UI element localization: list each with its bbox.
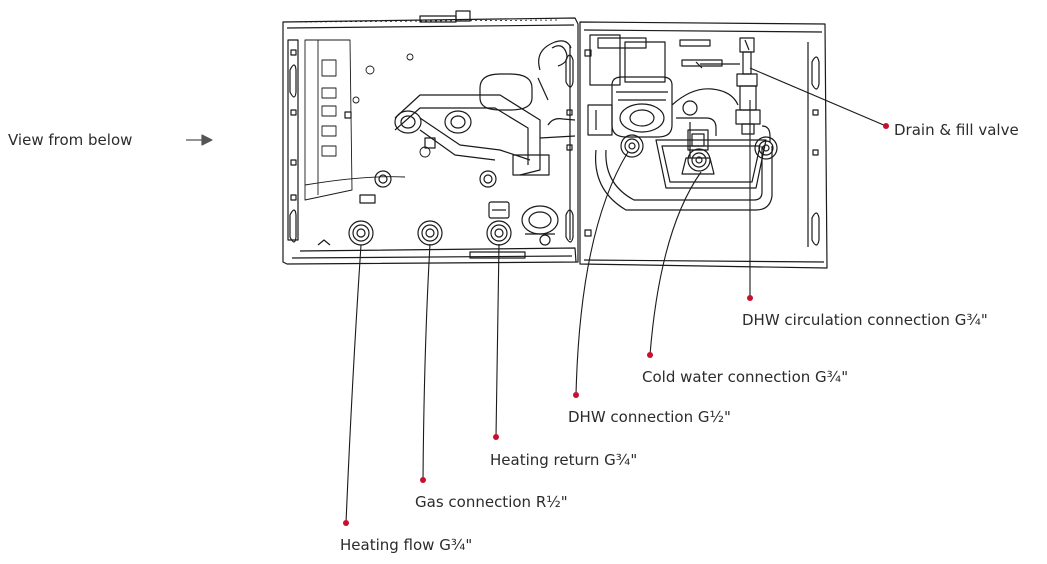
label-drain-fill-valve: Drain & fill valve (894, 121, 1019, 139)
leader-dhw (575, 151, 629, 396)
left-fittings (359, 170, 497, 204)
dot-heating-return (493, 434, 499, 440)
dot-drain-fill-valve (883, 123, 889, 129)
view-direction-arrow (186, 134, 213, 146)
label-heating-return: Heating return G¾" (490, 451, 638, 469)
left-housing (282, 10, 579, 265)
leader-cold-water (649, 171, 702, 356)
dot-dhw (573, 392, 579, 398)
drain-fill-valve-drawing (695, 37, 761, 135)
label-dhw-connection: DHW connection G½" (568, 408, 731, 426)
label-heating-flow: Heating flow G¾" (340, 536, 473, 554)
left-mounting-brackets (287, 39, 574, 243)
dot-gas (420, 477, 426, 483)
leader-lines (345, 67, 887, 524)
leader-heating-return (495, 243, 500, 438)
left-control-box (304, 39, 431, 201)
label-cold-water-connection: Cold water connection G¾" (642, 368, 849, 386)
right-pipe-loop (594, 125, 773, 211)
dot-cold-water (647, 352, 653, 358)
right-housing (579, 21, 828, 269)
leader-dots (343, 123, 889, 526)
dot-heating-flow (343, 520, 349, 526)
right-bottom-connections (620, 134, 778, 172)
label-dhw-circulation-connection: DHW circulation connection G¾" (742, 311, 988, 329)
leader-gas (422, 243, 431, 481)
left-manifold-pipes (344, 40, 576, 176)
dot-dhw-circulation (747, 295, 753, 301)
label-gas-connection: Gas connection R½" (415, 493, 568, 511)
leader-drain-fill-valve (749, 67, 887, 127)
right-mounting-brackets (584, 42, 820, 247)
right-hydraulic-block (587, 34, 767, 189)
view-from-below-label: View from below (8, 131, 133, 149)
leader-heating-flow (345, 244, 362, 524)
